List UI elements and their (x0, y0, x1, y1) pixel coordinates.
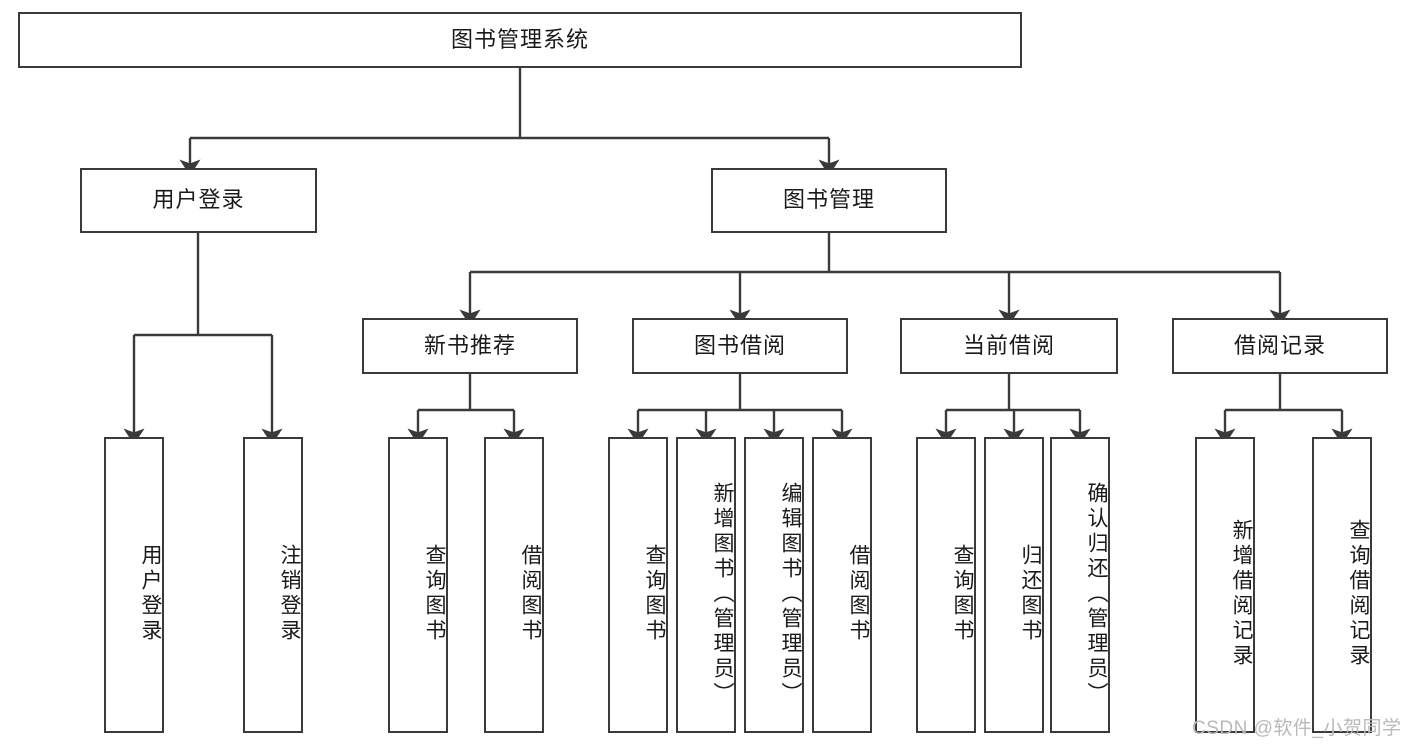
node-current-borrow[interactable]: 当前借阅 (900, 318, 1118, 374)
node-label: 图书管理 (782, 187, 875, 213)
node-label: 查询图书 (951, 544, 974, 644)
node-user-login[interactable]: 用户登录 (80, 168, 317, 233)
node-label: 借阅图书 (847, 544, 870, 644)
node-label: 图书借阅 (693, 332, 786, 358)
node-label: 新增借阅记录 (1230, 519, 1253, 669)
node-label: 当前借阅 (962, 332, 1055, 358)
node-leaf-borrow-book[interactable]: 借阅图书 (812, 437, 872, 733)
node-root-book-management-system[interactable]: 图书管理系统 (18, 12, 1022, 68)
node-leaf-query-book-current[interactable]: 查询图书 (916, 437, 976, 733)
node-label: 新增图书（管理员） (711, 481, 734, 707)
node-label: 归还图书 (1019, 544, 1042, 644)
node-leaf-user-logout[interactable]: 注销登录 (243, 437, 303, 733)
node-leaf-user-login[interactable]: 用户登录 (104, 437, 164, 733)
node-leaf-query-borrow-record[interactable]: 查询借阅记录 (1312, 437, 1372, 733)
node-label: 新书推荐 (423, 332, 516, 358)
node-label: 图书管理系统 (450, 26, 589, 52)
node-book-management[interactable]: 图书管理 (711, 168, 947, 233)
node-leaf-query-book-borrow[interactable]: 查询图书 (608, 437, 668, 733)
node-leaf-add-borrow-record[interactable]: 新增借阅记录 (1195, 437, 1255, 733)
node-label: 查询图书 (423, 544, 446, 644)
node-label: 借阅记录 (1233, 332, 1326, 358)
node-label: 注销登录 (278, 544, 301, 644)
node-book-borrow[interactable]: 图书借阅 (632, 318, 848, 374)
node-borrow-record[interactable]: 借阅记录 (1172, 318, 1388, 374)
node-label: 查询图书 (643, 544, 666, 644)
node-leaf-query-book-recommend[interactable]: 查询图书 (388, 437, 448, 733)
node-leaf-confirm-return-admin[interactable]: 确认归还（管理员） (1050, 437, 1110, 733)
node-label: 借阅图书 (519, 544, 542, 644)
node-leaf-add-book-admin[interactable]: 新增图书（管理员） (676, 437, 736, 733)
node-label: 查询借阅记录 (1347, 519, 1370, 669)
node-label: 用户登录 (152, 187, 245, 213)
node-label: 确认归还（管理员） (1085, 481, 1108, 707)
node-leaf-edit-book-admin[interactable]: 编辑图书（管理员） (744, 437, 804, 733)
node-new-book-recommend[interactable]: 新书推荐 (362, 318, 578, 374)
node-leaf-return-book[interactable]: 归还图书 (984, 437, 1044, 733)
node-label: 编辑图书（管理员） (779, 481, 802, 707)
node-label: 用户登录 (139, 544, 162, 644)
node-leaf-borrow-book-recommend[interactable]: 借阅图书 (484, 437, 544, 733)
watermark-text: CSDN @软件_小贺同学 (1192, 718, 1402, 739)
